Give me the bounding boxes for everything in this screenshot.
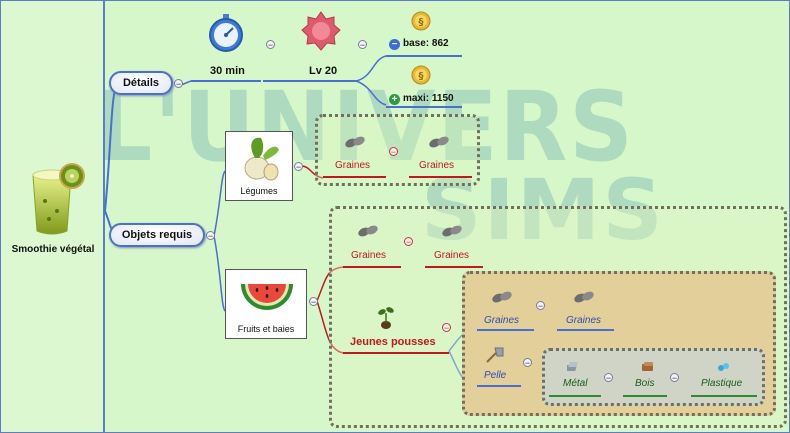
- graines-label: Graines: [419, 160, 455, 171]
- graines-underline: [323, 176, 386, 178]
- seeds-icon: [492, 291, 512, 303]
- bois-label: Bois: [635, 378, 655, 389]
- graines-underline: [477, 329, 534, 331]
- svg-text:§: §: [419, 17, 424, 28]
- price-base-underline: [386, 55, 462, 57]
- minus-price-icon: −: [389, 39, 400, 50]
- collapse-objets-icon[interactable]: −: [206, 231, 215, 241]
- watermark-title: L'UNIVERS: [96, 71, 635, 183]
- legumes-caption: Légumes: [240, 186, 278, 196]
- price-max-underline: [386, 106, 462, 108]
- time-underline: [191, 80, 261, 82]
- stopwatch-icon: [209, 14, 243, 52]
- graines-label: Graines: [434, 250, 470, 261]
- bois-underline: [623, 395, 667, 397]
- legumes-node[interactable]: Légumes: [225, 131, 293, 201]
- collapse-time-icon[interactable]: −: [266, 40, 275, 50]
- price-max-label: maxi: 1150: [403, 93, 454, 104]
- watermelon-icon: [241, 284, 293, 310]
- graines-label: Graines: [335, 160, 371, 171]
- plus-price-icon: +: [389, 94, 400, 105]
- smoothie-icon: [32, 163, 85, 235]
- simoleon-coin-icon: §: [411, 11, 431, 31]
- shovel-icon: [486, 347, 504, 363]
- collapse-pelle-icon[interactable]: −: [523, 358, 532, 368]
- pelle-materials-group: [542, 348, 765, 406]
- plastique-underline: [691, 395, 757, 397]
- price-base-label: base: 862: [403, 38, 449, 49]
- collapse-bois-icon[interactable]: −: [670, 373, 679, 383]
- collapse-details-icon[interactable]: −: [174, 79, 183, 89]
- collapse-jeunes-pousses-icon[interactable]: −: [442, 323, 451, 333]
- graines-label: Graines: [484, 315, 520, 326]
- wood-icon: [642, 362, 653, 371]
- vegetables-icon: [244, 137, 279, 181]
- seeds-icon: [442, 225, 462, 237]
- plastique-label: Plastique: [701, 378, 743, 389]
- plastic-icon: [718, 363, 729, 371]
- graines-label: Graines: [351, 250, 387, 261]
- collapse-legumes-icon[interactable]: −: [294, 162, 303, 172]
- fruits-node[interactable]: Fruits et baies: [225, 269, 307, 339]
- graines-underline: [343, 266, 401, 268]
- legumes-ingredients-group: [315, 114, 480, 186]
- metal-underline: [549, 395, 601, 397]
- seeds-icon: [345, 136, 365, 148]
- pelle-label: Pelle: [484, 370, 507, 381]
- seeds-icon: [429, 136, 449, 148]
- graines-underline: [409, 176, 472, 178]
- collapse-graines-icon[interactable]: −: [404, 237, 413, 247]
- details-node[interactable]: Détails: [109, 71, 173, 95]
- graines-underline: [425, 266, 483, 268]
- root-label: Smoothie végétal: [11, 244, 95, 255]
- level-underline: [263, 80, 358, 82]
- graines-underline: [557, 329, 614, 331]
- collapse-graines-icon[interactable]: −: [389, 147, 398, 157]
- objets-requis-node[interactable]: Objets requis: [109, 223, 205, 247]
- metal-label: Métal: [563, 378, 588, 389]
- seeds-icon: [574, 291, 594, 303]
- pelle-underline: [477, 385, 521, 387]
- collapse-graines-icon[interactable]: −: [536, 301, 545, 311]
- collapse-fruits-icon[interactable]: −: [309, 297, 318, 307]
- level-label: Lv 20: [309, 65, 338, 77]
- simoleon-coin-icon: §: [411, 65, 431, 85]
- level-badge-icon: [301, 11, 341, 51]
- svg-text:§: §: [419, 71, 424, 82]
- metal-icon: [567, 362, 578, 371]
- time-label: 30 min: [210, 65, 245, 77]
- graines-label: Graines: [566, 315, 602, 326]
- sprout-icon: [378, 307, 394, 329]
- fruits-caption: Fruits et baies: [237, 324, 295, 334]
- seeds-icon: [358, 225, 378, 237]
- jeunes-pousses-label: Jeunes pousses: [350, 336, 436, 348]
- collapse-metal-icon[interactable]: −: [604, 373, 613, 383]
- jeunes-pousses-underline: [343, 352, 449, 354]
- root-panel: Smoothie végétal: [1, 1, 105, 432]
- collapse-level-icon[interactable]: −: [358, 40, 367, 50]
